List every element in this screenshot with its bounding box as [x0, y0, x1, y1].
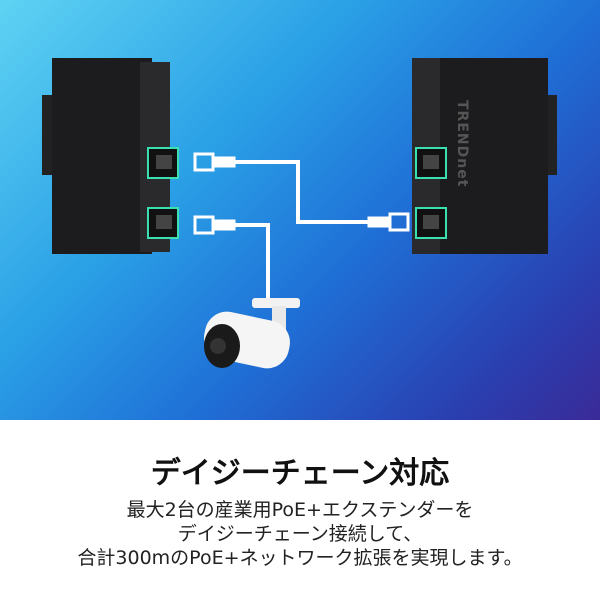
cable-connectors: [193, 152, 410, 235]
description-line: 合計300mのPoE+ネットワーク拡張を実現します。: [77, 547, 523, 569]
feature-title: デイジーチェーン対応: [150, 456, 450, 491]
brand-label: TRENDnet: [454, 100, 470, 188]
description-line: デイジーチェーン接続して、: [177, 523, 423, 545]
description-line: 最大2台の産業用PoE+エクステンダーを: [126, 499, 474, 521]
right-poe-extender: [412, 58, 557, 254]
ethernet-cables: [235, 160, 370, 302]
daisy-chain-diagram: [42, 58, 557, 369]
product-illustration: TRENDnet: [0, 0, 600, 420]
left-poe-extender: [42, 58, 179, 254]
security-camera: [204, 298, 300, 369]
